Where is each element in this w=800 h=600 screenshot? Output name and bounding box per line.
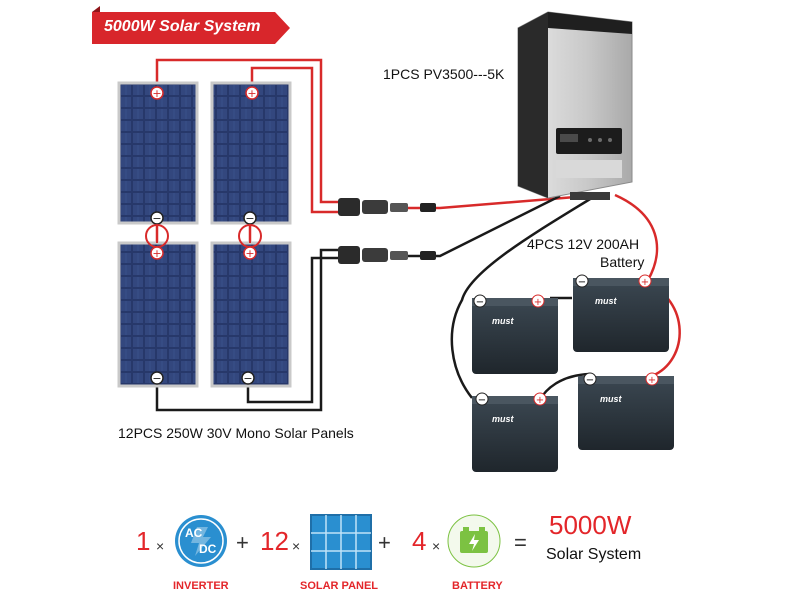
svg-text:−: − xyxy=(476,297,484,308)
solar-panel-times: × xyxy=(292,538,301,554)
inverter-icon-ac: AC xyxy=(185,526,203,540)
battery-1: − + xyxy=(472,294,558,374)
svg-text:+: + xyxy=(152,87,161,100)
inverter-times: × xyxy=(156,538,165,554)
solar-panel-3 xyxy=(117,241,199,388)
inverter-icon-dc: DC xyxy=(199,542,217,556)
plus-terminal-icon: + xyxy=(150,246,164,260)
svg-text:+: + xyxy=(534,297,542,308)
battery-times: × xyxy=(432,538,441,554)
svg-text:+: + xyxy=(641,277,649,288)
battery-2: − + xyxy=(573,274,669,352)
inverter-label: 1PCS PV3500---5K xyxy=(383,66,505,82)
banner-title: 5000W Solar System xyxy=(104,18,261,35)
plus-sign-2: + xyxy=(378,530,391,555)
minus-terminal-icon: − xyxy=(150,211,164,225)
minus-terminal-icon: − xyxy=(241,371,255,385)
inverter-caption: INVERTER xyxy=(173,580,229,592)
svg-text:+: + xyxy=(245,247,254,260)
plus-terminal-icon: + xyxy=(150,86,164,100)
battery-3: − + xyxy=(472,392,558,472)
solar-panel-1 xyxy=(117,81,199,225)
inverter-count: 1 xyxy=(136,526,151,556)
solar-panel-count: 12 xyxy=(260,526,289,556)
solar-panel-icon xyxy=(310,514,372,570)
plus-terminal-icon: + xyxy=(243,246,257,260)
battery-label-line2: Battery xyxy=(600,254,645,270)
equals-sign: = xyxy=(514,530,527,555)
minus-terminal-icon: − xyxy=(150,371,164,385)
plus-sign-1: + xyxy=(236,530,249,555)
inverter-acdc-icon xyxy=(175,515,227,567)
inverter-unit xyxy=(517,11,633,200)
battery-4: − + xyxy=(578,372,674,450)
battery-label-line1: 4PCS 12V 200AH xyxy=(527,236,640,252)
battery-brand-label: must xyxy=(595,296,618,306)
result-value: 5000W xyxy=(549,510,632,540)
svg-text:−: − xyxy=(152,212,161,225)
battery-icon xyxy=(447,514,501,568)
panel-terminals: + + − − + + − − xyxy=(145,86,262,385)
svg-text:−: − xyxy=(478,395,486,406)
solar-panel-caption: SOLAR PANEL xyxy=(300,580,379,592)
panels-label: 12PCS 250W 30V Mono Solar Panels xyxy=(118,425,354,441)
battery-brand-label: must xyxy=(492,414,515,424)
minus-terminal-icon: − xyxy=(243,211,257,225)
svg-text:−: − xyxy=(245,212,254,225)
svg-text:+: + xyxy=(536,395,544,406)
svg-text:+: + xyxy=(247,87,256,100)
result-subtitle: Solar System xyxy=(546,546,642,563)
solar-panel-array xyxy=(117,81,292,388)
plus-terminal-icon: + xyxy=(245,86,259,100)
solar-panel-4 xyxy=(210,241,292,388)
battery-brand-label: must xyxy=(600,394,623,404)
battery-bank: − + − + − + − + xyxy=(472,274,674,472)
battery-caption: BATTERY xyxy=(452,580,503,592)
svg-text:+: + xyxy=(648,375,656,386)
svg-text:−: − xyxy=(578,277,586,288)
svg-text:+: + xyxy=(152,247,161,260)
title-banner xyxy=(92,6,290,44)
svg-text:−: − xyxy=(152,372,161,385)
svg-text:−: − xyxy=(243,372,252,385)
battery-count: 4 xyxy=(412,526,427,556)
svg-text:−: − xyxy=(586,375,594,386)
solar-panel-2 xyxy=(210,81,292,225)
mc4-connectors xyxy=(338,198,436,264)
battery-brand-label: must xyxy=(492,316,515,326)
